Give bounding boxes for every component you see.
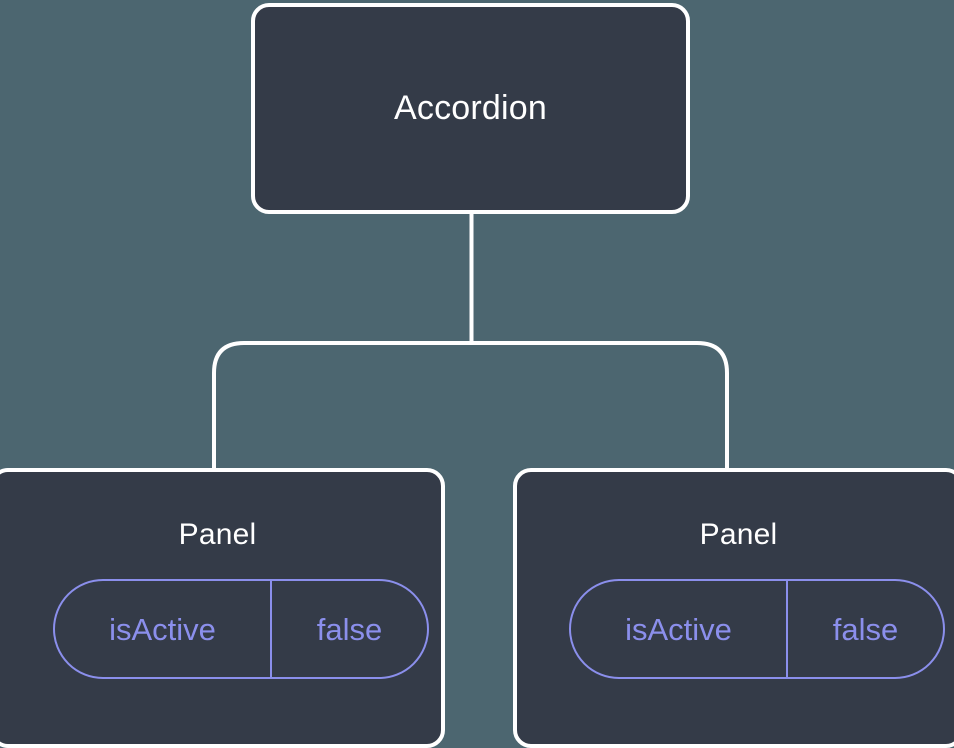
state-badge-key-cell: isActive	[571, 581, 788, 677]
node-panel-1[interactable]: Panel isActive false	[0, 468, 445, 748]
node-panel-2[interactable]: Panel isActive false	[513, 468, 954, 748]
edge-to-panel-1	[212, 341, 472, 470]
node-accordion[interactable]: Accordion	[251, 3, 690, 214]
state-badge-panel-1-key: isActive	[109, 611, 216, 647]
state-badge-value-cell: false	[272, 581, 427, 677]
state-badge-panel-1[interactable]: isActive false	[53, 579, 429, 679]
state-badge-value-cell: false	[788, 581, 943, 677]
edge-to-panel-2	[471, 341, 729, 470]
node-panel-2-label: Panel	[699, 518, 778, 551]
state-badge-key-cell: isActive	[55, 581, 272, 677]
state-badge-panel-2-key: isActive	[625, 611, 732, 647]
node-panel-1-label: Panel	[178, 518, 257, 551]
node-accordion-label: Accordion	[394, 88, 547, 127]
state-badge-panel-2[interactable]: isActive false	[569, 579, 945, 679]
state-badge-panel-2-value: false	[832, 611, 899, 647]
state-badge-panel-1-value: false	[316, 611, 383, 647]
